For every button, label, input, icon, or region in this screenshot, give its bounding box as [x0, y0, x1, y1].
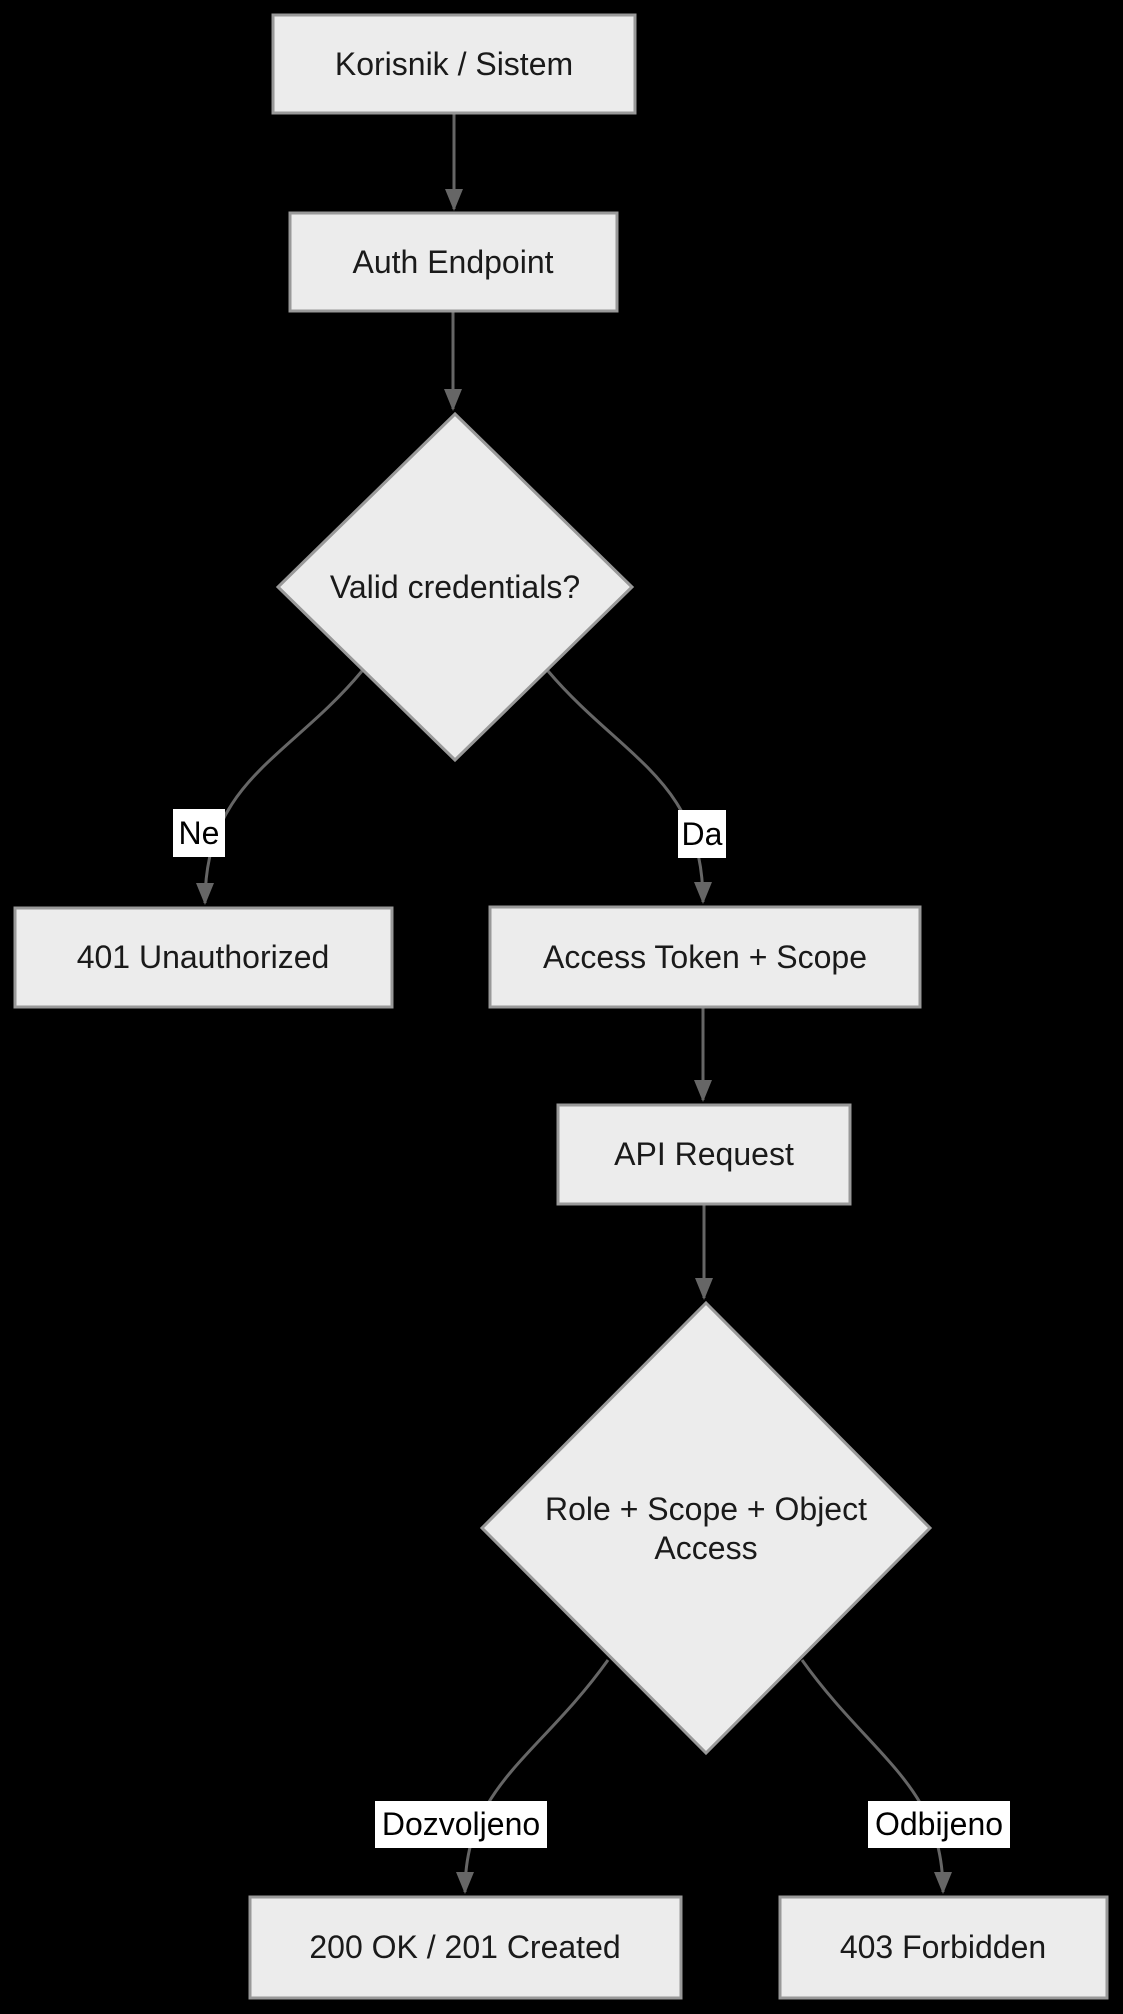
edge-label-dozvoljeno: Dozvoljeno — [375, 1801, 547, 1848]
node-label: 403 Forbidden — [840, 1929, 1046, 1965]
node-group: Korisnik / Sistem Auth Endpoint Valid cr… — [13, 13, 1109, 2000]
node-box — [271, 13, 637, 115]
edge-label-da: Da — [678, 810, 726, 858]
edge-label-bg — [375, 1801, 547, 1848]
edge-label-bg — [868, 1801, 1010, 1848]
node-access-token-scope: Access Token + Scope — [488, 905, 922, 1009]
node-box — [778, 1895, 1109, 2000]
node-box — [556, 1103, 852, 1206]
node-label: Access Token + Scope — [543, 939, 867, 975]
node-label-line-1: Role + Scope + Object — [545, 1491, 867, 1527]
node-valid-credentials: Valid credentials? — [275, 411, 635, 763]
edge-rbac-to-403-odbijeno — [800, 1659, 952, 1894]
edge-label-bg — [173, 809, 225, 857]
node-401-unauthorized: 401 Unauthorized — [13, 906, 394, 1009]
edge-valid-to-401-ne — [196, 670, 364, 905]
node-box — [288, 211, 619, 313]
node-box — [248, 1895, 683, 2000]
edge-label-text: Ne — [179, 815, 220, 851]
edge-label-odbijeno: Odbijeno — [868, 1801, 1010, 1848]
edge-label-ne: Ne — [173, 809, 225, 857]
node-label-line-2: Access — [654, 1530, 757, 1566]
edge-label-group: Ne Da Dozvoljeno Odbijeno — [173, 809, 1010, 1848]
node-label: Korisnik / Sistem — [335, 46, 573, 82]
node-diamond — [479, 1300, 933, 1756]
edge-label-bg — [678, 810, 726, 858]
node-200-ok-201-created: 200 OK / 201 Created — [248, 1895, 683, 2000]
node-diamond — [275, 411, 635, 763]
node-api-request: API Request — [556, 1103, 852, 1206]
node-role-scope-object-access: Role + Scope + Object Access — [479, 1300, 933, 1756]
node-label: Auth Endpoint — [352, 244, 553, 280]
node-label: Valid credentials? — [330, 569, 580, 605]
edge-valid-to-token-da — [546, 670, 712, 904]
edge-group — [196, 114, 952, 1894]
edge-label-text: Dozvoljeno — [382, 1806, 540, 1842]
edge-rbac-to-200-dozvoljeno — [456, 1659, 610, 1894]
edge-label-text: Da — [682, 816, 723, 852]
node-403-forbidden: 403 Forbidden — [778, 1895, 1109, 2000]
edge-label-text: Odbijeno — [875, 1806, 1003, 1842]
node-label: API Request — [614, 1136, 794, 1172]
node-auth-endpoint: Auth Endpoint — [288, 211, 619, 313]
node-box — [488, 905, 922, 1009]
node-label: 200 OK / 201 Created — [309, 1929, 620, 1965]
node-korisnik-sistem: Korisnik / Sistem — [271, 13, 637, 115]
node-label: 401 Unauthorized — [77, 939, 330, 975]
node-box — [13, 906, 394, 1009]
